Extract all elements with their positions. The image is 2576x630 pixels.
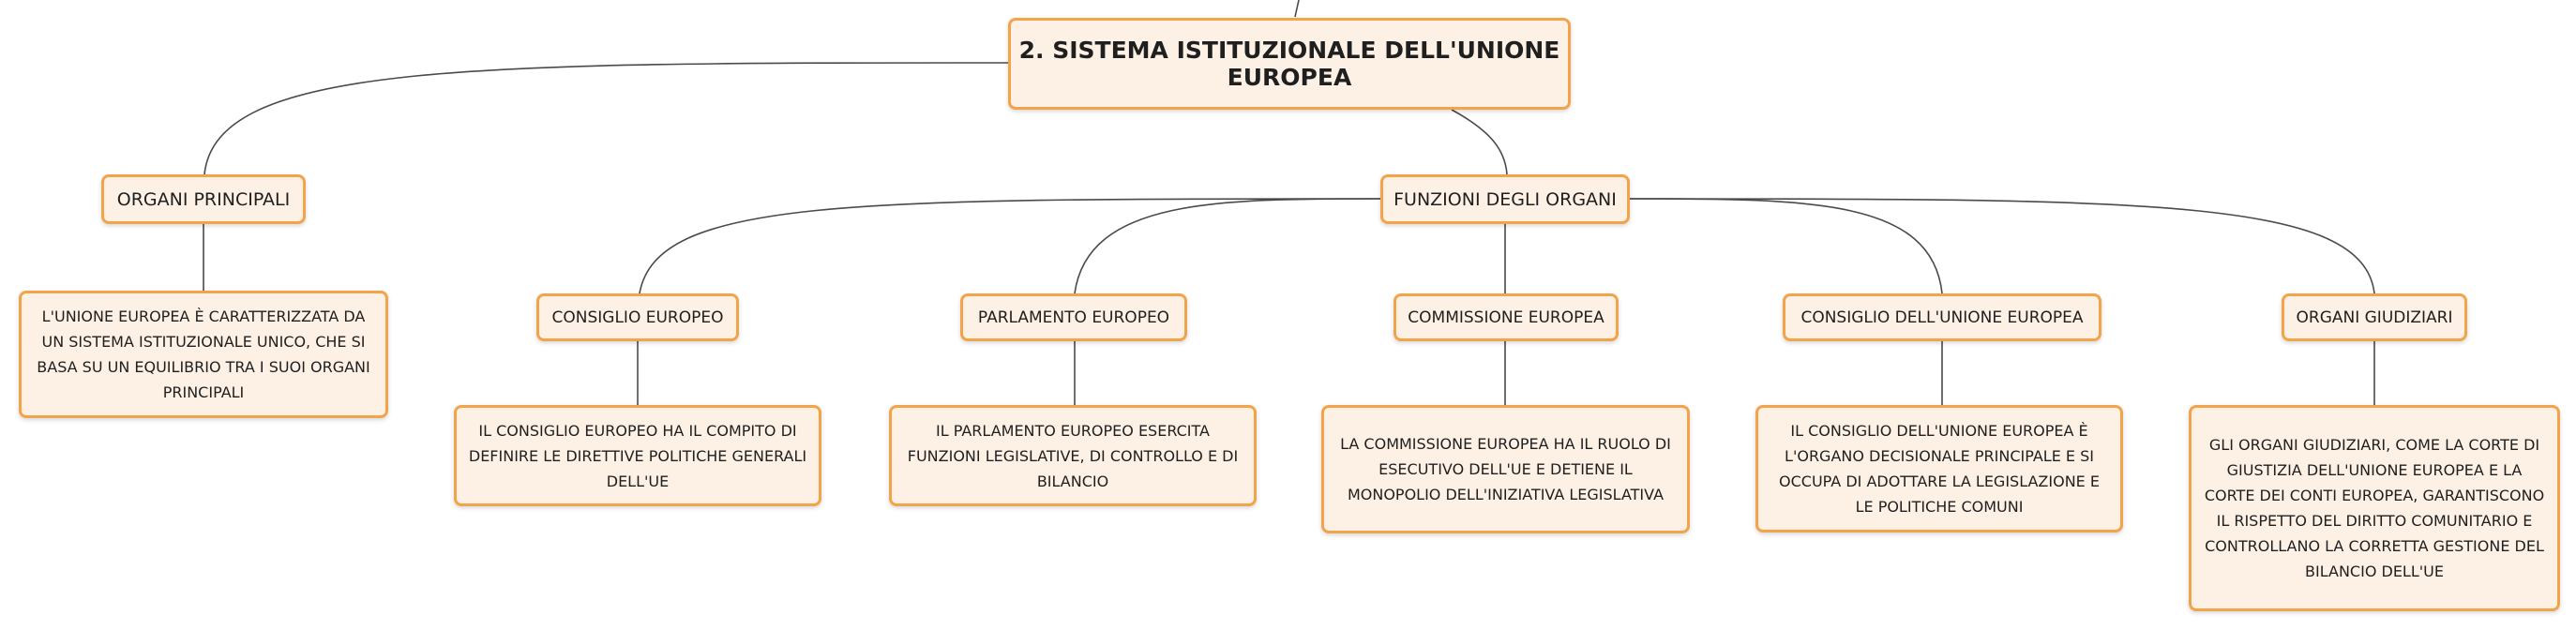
topic-consiglio-unione-europea[interactable]: CONSIGLIO DELL'UNIONE EUROPEA — [1783, 293, 2101, 341]
connector-root-organi-principali — [203, 62, 1009, 175]
topic-parlamento-europeo-label: PARLAMENTO EUROPEO — [977, 308, 1170, 327]
leaf-commissione-europea-text: LA COMMISSIONE EUROPEA HA IL RUOLO DI ES… — [1340, 435, 1671, 503]
branch-organi-principali-label: ORGANI PRINCIPALI — [116, 188, 291, 210]
topic-consiglio-ue-label: CONSIGLIO DELL'UNIONE EUROPEA — [1800, 308, 2084, 327]
connector-funzioni-parlamento — [1074, 198, 1381, 294]
leaf-organi-giudiziari-text: GLI ORGANI GIUDIZIARI, COME LA CORTE DI … — [2204, 436, 2545, 580]
topic-organi-giudiziari[interactable]: ORGANI GIUDIZIARI — [2282, 293, 2467, 341]
branch-funzioni-label: FUNZIONI DEGLI ORGANI — [1393, 188, 1617, 210]
connector-funzioni-consiglio-ue — [1629, 198, 1943, 294]
branch-organi-principali[interactable]: ORGANI PRINCIPALI — [101, 174, 306, 224]
connector-funzioni-organi-giudiziari — [1629, 198, 2375, 294]
leaf-organi-giudiziari[interactable]: GLI ORGANI GIUDIZIARI, COME LA CORTE DI … — [2189, 405, 2560, 611]
topic-commissione-europea-label: COMMISSIONE EUROPEA — [1408, 308, 1604, 327]
topic-consiglio-europeo-label: CONSIGLIO EUROPEO — [551, 308, 724, 327]
leaf-consiglio-europeo[interactable]: IL CONSIGLIO EUROPEO HA IL COMPITO DI DE… — [454, 405, 821, 506]
root-topic[interactable]: 2. SISTEMA ISTITUZIONALE DELL'UNIONE EUR… — [1008, 18, 1571, 110]
topic-commissione-europea[interactable]: COMMISSIONE EUROPEA — [1393, 293, 1619, 341]
connector-root-up — [1294, 0, 1300, 18]
connector-funzioni-consiglio-europeo — [639, 198, 1381, 294]
leaf-consiglio-europeo-text: IL CONSIGLIO EUROPEO HA IL COMPITO DI DE… — [468, 421, 807, 490]
topic-organi-giudiziari-label: ORGANI GIUDIZIARI — [2296, 308, 2453, 327]
root-topic-label: 2. SISTEMA ISTITUZIONALE DELL'UNIONE EUR… — [1018, 37, 1560, 91]
topic-parlamento-europeo[interactable]: PARLAMENTO EUROPEO — [960, 293, 1187, 341]
topic-consiglio-europeo[interactable]: CONSIGLIO EUROPEO — [536, 293, 739, 341]
leaf-organi-principali-text: L'UNIONE EUROPEA È CARATTERIZZATA DA UN … — [37, 308, 370, 401]
leaf-consiglio-unione-europea[interactable]: IL CONSIGLIO DELL'UNIONE EUROPEA È L'ORG… — [1755, 405, 2123, 532]
connector-root-funzioni — [1451, 109, 1508, 175]
branch-funzioni-degli-organi[interactable]: FUNZIONI DEGLI ORGANI — [1380, 174, 1630, 224]
leaf-consiglio-ue-text: IL CONSIGLIO DELL'UNIONE EUROPEA È L'ORG… — [1779, 422, 2100, 516]
leaf-parlamento-europeo-text: IL PARLAMENTO EUROPEO ESERCITA FUNZIONI … — [907, 421, 1239, 490]
leaf-organi-principali[interactable]: L'UNIONE EUROPEA È CARATTERIZZATA DA UN … — [19, 291, 388, 418]
leaf-commissione-europea[interactable]: LA COMMISSIONE EUROPEA HA IL RUOLO DI ES… — [1321, 405, 1690, 533]
leaf-parlamento-europeo[interactable]: IL PARLAMENTO EUROPEO ESERCITA FUNZIONI … — [889, 405, 1257, 506]
